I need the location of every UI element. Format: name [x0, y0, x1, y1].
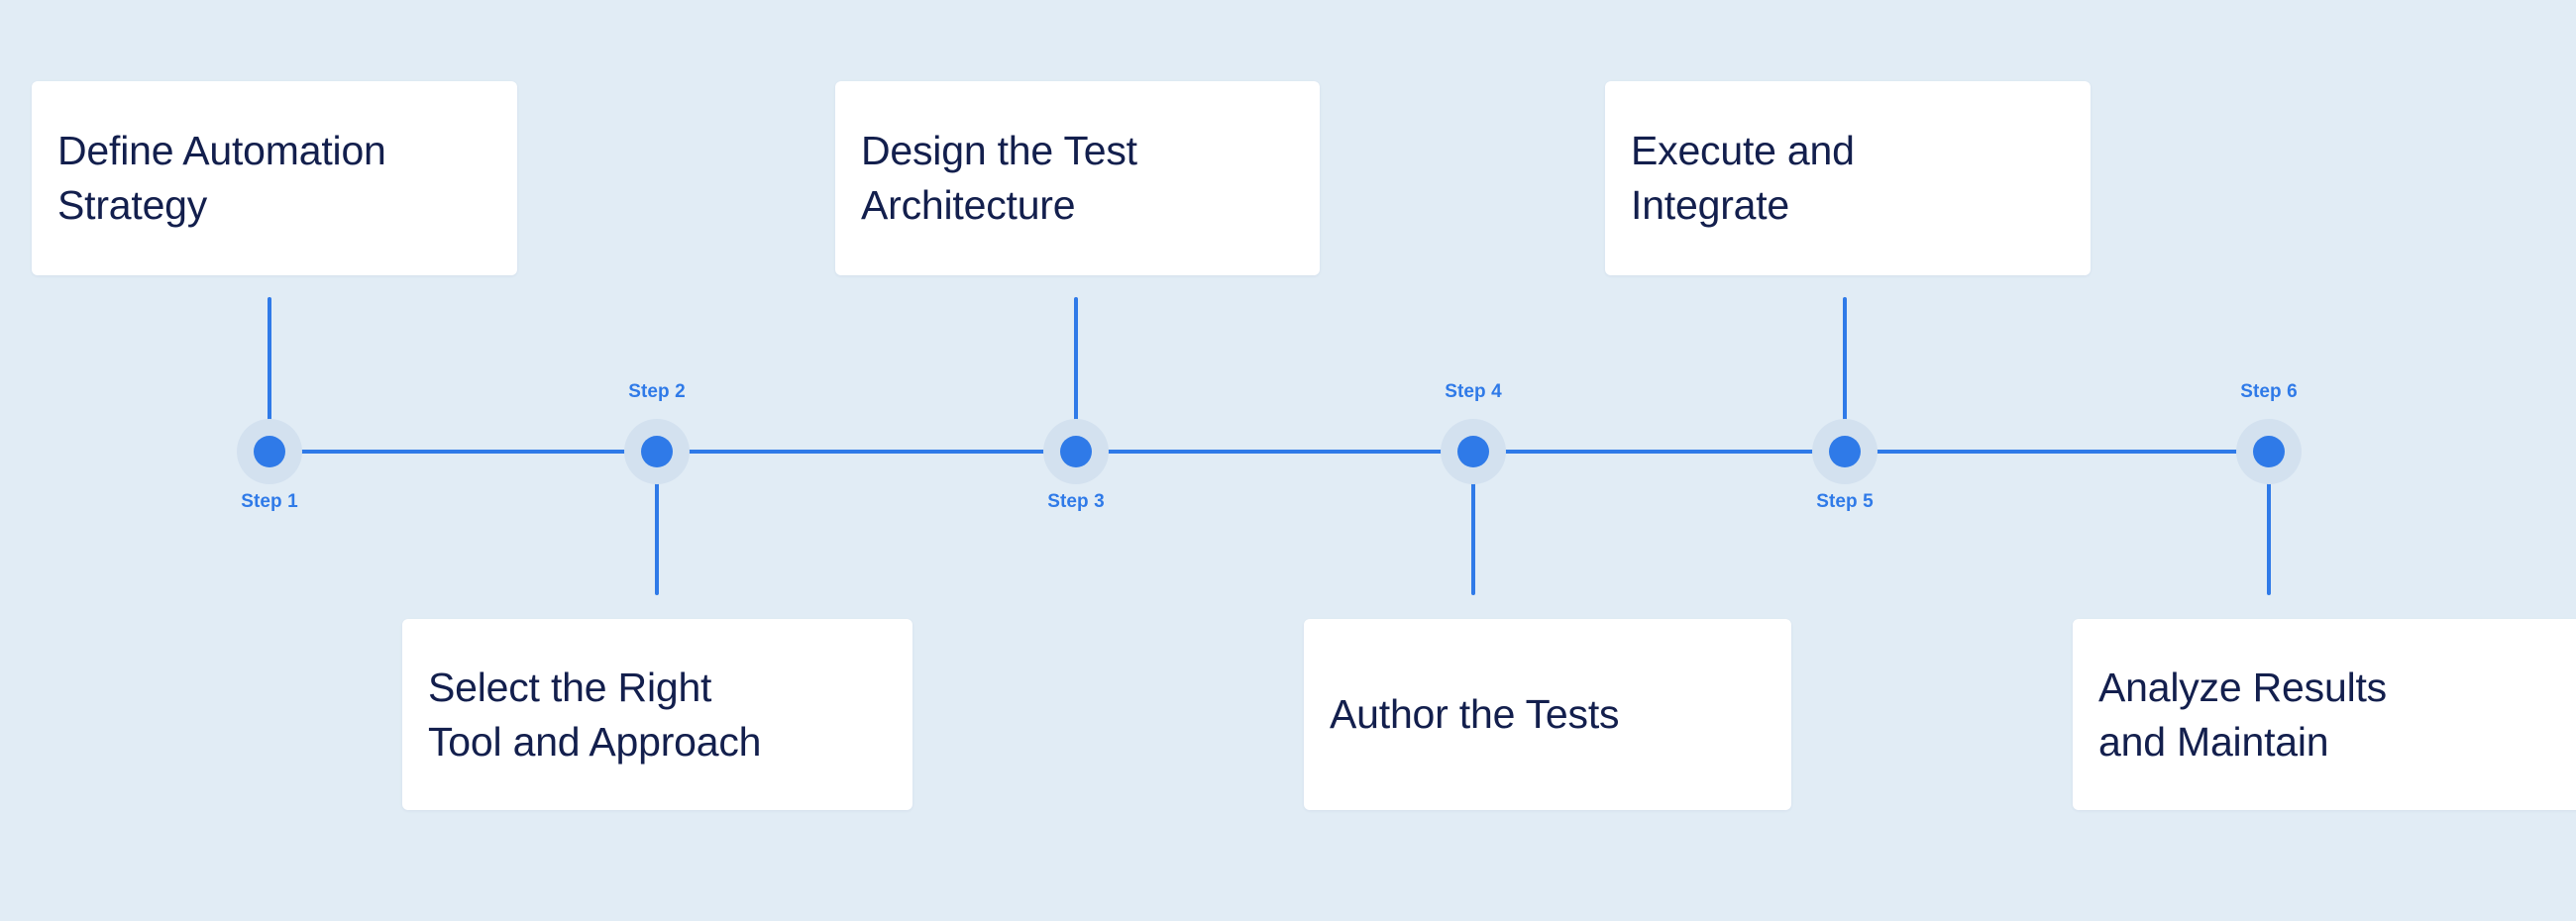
step-card-title: Define Automation Strategy	[57, 128, 386, 228]
node-dot-icon	[2253, 436, 2285, 467]
step-label-5: Step 5	[1816, 491, 1874, 512]
step-label-2: Step 2	[628, 381, 686, 402]
step-connector-line	[1471, 452, 1475, 595]
step-connector-line	[1843, 297, 1847, 452]
step-card-title: Execute and Integrate	[1631, 128, 1855, 228]
step-card-2[interactable]: Select the Right Tool and Approach	[402, 619, 912, 810]
node-dot-icon	[641, 436, 673, 467]
timeline-axis-line	[269, 450, 2269, 454]
step-card-title: Author the Tests	[1330, 691, 1620, 738]
step-connector-line	[655, 452, 659, 595]
step-card-4[interactable]: Author the Tests	[1304, 619, 1791, 810]
node-dot-icon	[254, 436, 285, 467]
step-card-5[interactable]: Execute and Integrate	[1605, 81, 2091, 275]
step-card-title: Analyze Results and Maintain	[2098, 664, 2387, 765]
step-connector-line	[1074, 297, 1078, 452]
step-label-4: Step 4	[1445, 381, 1502, 402]
node-dot-icon	[1829, 436, 1861, 467]
step-connector-line	[268, 297, 271, 452]
step-card-6[interactable]: Analyze Results and Maintain	[2073, 619, 2576, 810]
step-card-1[interactable]: Define Automation Strategy	[32, 81, 517, 275]
step-label-1: Step 1	[241, 491, 298, 512]
step-card-title: Design the Test Architecture	[861, 128, 1137, 228]
step-card-title: Select the Right Tool and Approach	[428, 664, 762, 765]
step-label-3: Step 3	[1047, 491, 1105, 512]
step-connector-line	[2267, 452, 2271, 595]
step-label-6: Step 6	[2240, 381, 2298, 402]
node-dot-icon	[1457, 436, 1489, 467]
step-card-3[interactable]: Design the Test Architecture	[835, 81, 1320, 275]
node-dot-icon	[1060, 436, 1092, 467]
